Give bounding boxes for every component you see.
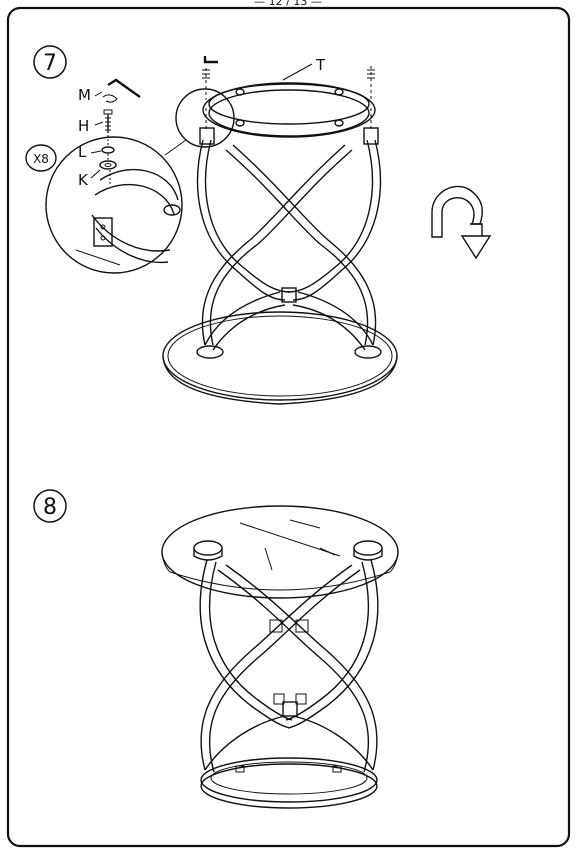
- part-label-T: T: [315, 56, 326, 74]
- step-7-number-badge: 7: [33, 45, 67, 79]
- step-8-number: 8: [43, 495, 57, 520]
- step-8-bottom-ring: [200, 757, 378, 809]
- flat-washer-icon: [99, 160, 117, 170]
- quantity-text: X8: [33, 152, 49, 166]
- rotate-flip-arrow-icon: [431, 185, 492, 260]
- step-7-screws-left: [202, 56, 218, 130]
- part-label-K: K: [78, 171, 89, 189]
- part-label-L: L: [78, 143, 87, 161]
- step-8-top-pads: [193, 540, 383, 561]
- step-7-frame: [196, 127, 382, 351]
- page-header-fragment: — 12 / 13 —: [254, 0, 322, 8]
- step-8-frame: [199, 559, 379, 773]
- lock-washer-icon: [101, 146, 115, 154]
- page-border: [6, 6, 571, 848]
- quantity-badge: X8: [25, 144, 57, 172]
- hardware-stack: M H L K: [78, 78, 141, 189]
- step-7-top-ring: [202, 82, 376, 138]
- step-7: 7: [25, 45, 492, 405]
- step-7-glass-base: [162, 311, 398, 405]
- step-8-number-badge: 8: [33, 489, 67, 523]
- step-7-screws-right: [367, 66, 375, 130]
- leader-T: [282, 63, 313, 81]
- bolt-icon: [103, 109, 113, 133]
- detail-leader: [164, 139, 187, 156]
- part-label-M: M: [78, 86, 91, 104]
- step-7-feet: [196, 345, 382, 359]
- allen-key-icon: [107, 78, 141, 98]
- step-8-glass-top: [161, 505, 399, 599]
- part-label-H: H: [78, 117, 89, 135]
- detail-highlight-circle: [175, 88, 235, 148]
- step-7-detail-zoom: [45, 136, 183, 274]
- step-8: 8: [33, 489, 399, 809]
- step-7-number: 7: [43, 51, 57, 76]
